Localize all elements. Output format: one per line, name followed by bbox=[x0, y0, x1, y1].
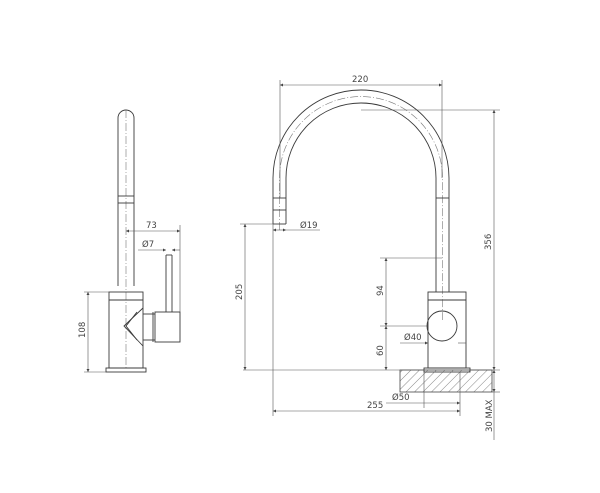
side-view: 73 Ø7 108 bbox=[78, 109, 181, 373]
body-side bbox=[108, 291, 144, 369]
front-view: 220 356 30 MAX Ø19 205 94 60 Ø40 bbox=[235, 75, 500, 440]
body-front bbox=[427, 291, 467, 369]
dim-base-height-label: 60 bbox=[376, 345, 386, 356]
dim-bench-thickness-label: 30 MAX bbox=[485, 399, 495, 432]
dim-spout-diameter-label: Ø19 bbox=[300, 220, 318, 231]
dim-overall-height-label: 356 bbox=[484, 234, 494, 250]
dim-outlet-height-label: 205 bbox=[235, 284, 245, 300]
dim-body-height-label: 108 bbox=[78, 322, 88, 338]
spout-arch-outer bbox=[272, 89, 450, 198]
dim-body-diameter-label: Ø40 bbox=[404, 332, 422, 343]
base-flange-side bbox=[105, 367, 147, 373]
spout-arch-inner bbox=[285, 102, 437, 198]
dim-lever-height-label: 94 bbox=[376, 285, 386, 296]
lever-housing-side bbox=[154, 311, 181, 343]
lever-cartridge-circle bbox=[426, 310, 458, 342]
dim-lever-diameter-label: Ø7 bbox=[142, 239, 154, 250]
dim-base-diameter-label: Ø50 bbox=[392, 392, 410, 403]
dim-spout-width-label: 220 bbox=[352, 75, 368, 85]
dim-reach-label: 73 bbox=[146, 221, 157, 231]
bench-section-hatch bbox=[399, 369, 493, 393]
dim-total-reach-label: 255 bbox=[367, 401, 383, 411]
